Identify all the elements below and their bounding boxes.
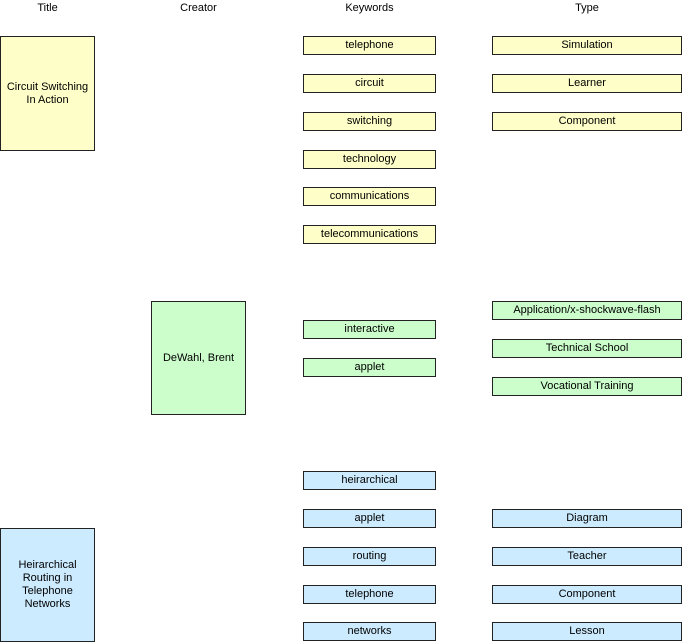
type-node: Diagram — [492, 509, 682, 528]
keyword-node: applet — [303, 358, 436, 377]
title-node-circuit-switching: Circuit Switching In Action — [0, 36, 95, 151]
keyword-node: telecommunications — [303, 225, 436, 244]
keyword-node: telephone — [303, 36, 436, 55]
keyword-node: telephone — [303, 585, 436, 604]
header-type: Type — [575, 2, 599, 14]
header-creator: Creator — [180, 2, 217, 14]
keyword-node: switching — [303, 112, 436, 131]
keyword-node: heirarchical — [303, 471, 436, 490]
creator-node-dewahl: DeWahl, Brent — [151, 301, 246, 415]
type-node: Application/x-shockwave-flash — [492, 301, 682, 320]
type-node: Vocational Training — [492, 377, 682, 396]
keyword-node: networks — [303, 622, 436, 641]
type-node: Learner — [492, 74, 682, 93]
keyword-node: interactive — [303, 320, 436, 339]
keyword-node: technology — [303, 150, 436, 169]
keyword-node: communications — [303, 187, 436, 206]
type-node: Teacher — [492, 547, 682, 566]
keyword-node: routing — [303, 547, 436, 566]
header-title: Title — [37, 2, 58, 14]
type-node: Component — [492, 112, 682, 131]
header-keywords: Keywords — [345, 2, 394, 14]
title-node-heirarchical-routing: Heirarchical Routing in Telephone Networ… — [0, 528, 95, 642]
type-node: Component — [492, 585, 682, 604]
type-node: Technical School — [492, 339, 682, 358]
type-node: Simulation — [492, 36, 682, 55]
type-node: Lesson — [492, 622, 682, 641]
keyword-node: circuit — [303, 74, 436, 93]
keyword-node: applet — [303, 509, 436, 528]
